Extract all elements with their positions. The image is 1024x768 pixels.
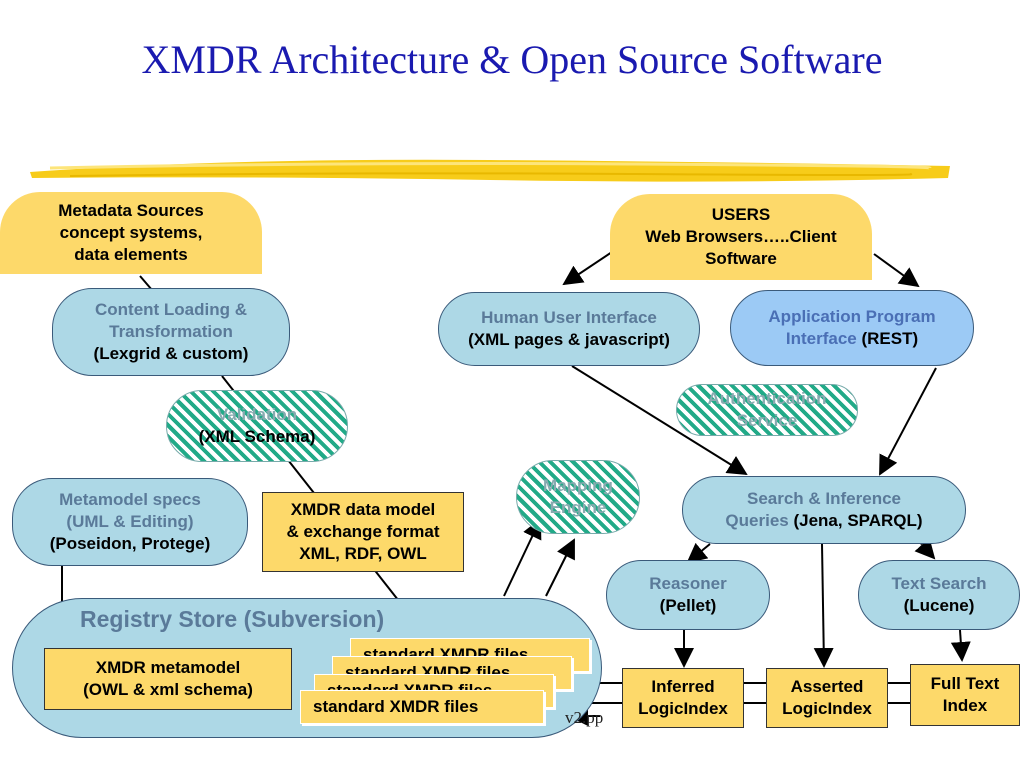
xmdr-metamodel-line1: XMDR metamodel bbox=[95, 658, 241, 677]
users-node: USERS Web Browsers…..Client Software bbox=[610, 194, 872, 280]
content-loading-line1: Content Loading & bbox=[94, 300, 248, 319]
metamodel-specs-line2: (UML & Editing) bbox=[66, 512, 194, 531]
data-model-line2: & exchange format bbox=[286, 522, 440, 541]
search-inference-node: Search & Inference Queries (Jena, SPARQL… bbox=[682, 476, 966, 544]
users-line1: USERS bbox=[711, 205, 771, 224]
human-ui-node: Human User Interface (XML pages & javasc… bbox=[438, 292, 700, 366]
search-line2b: (Jena, SPARQL) bbox=[793, 511, 923, 530]
asserted-index-node: Asserted LogicIndex bbox=[766, 668, 888, 728]
authentication-node: Authentication Service bbox=[676, 384, 858, 436]
api-line2a: Interface bbox=[785, 329, 862, 348]
search-line1: Search & Inference bbox=[746, 489, 901, 508]
metamodel-specs-line1: Metamodel specs bbox=[59, 490, 201, 509]
inferred-line2: LogicIndex bbox=[638, 699, 728, 718]
standard-file-4: standard XMDR files bbox=[300, 690, 544, 724]
mapping-line2: Engine bbox=[549, 498, 607, 517]
api-line2b: (REST) bbox=[861, 329, 919, 348]
page-title: XMDR Architecture & Open Source Software bbox=[141, 37, 883, 82]
fulltext-line1: Full Text bbox=[930, 674, 1000, 693]
metadata-sources-line1: Metadata Sources bbox=[58, 201, 204, 220]
validation-line2: (XML Schema) bbox=[198, 427, 316, 446]
validation-line1: Validation bbox=[216, 405, 298, 424]
text-search-node: Text Search (Lucene) bbox=[858, 560, 1020, 630]
users-line3: Software bbox=[705, 249, 777, 268]
api-node: Application Program Interface (REST) bbox=[730, 290, 974, 366]
data-model-line3: XML, RDF, OWL bbox=[299, 544, 427, 563]
metadata-sources: Metadata Sources concept systems, data e… bbox=[0, 192, 262, 274]
fulltext-line2: Index bbox=[942, 696, 988, 715]
mapping-engine-node: Mapping Engine bbox=[516, 460, 640, 534]
asserted-line1: Asserted bbox=[790, 677, 864, 696]
footer-filename: v2.pp bbox=[565, 708, 604, 727]
search-line2a: Queries bbox=[725, 511, 794, 530]
metamodel-specs-line3: (Poseidon, Protege) bbox=[49, 534, 211, 553]
content-loading-line3: (Lexgrid & custom) bbox=[93, 344, 249, 363]
mapping-line1: Mapping bbox=[543, 476, 613, 495]
content-loading-node: Content Loading & Transformation (Lexgri… bbox=[52, 288, 290, 376]
inferred-index-node: Inferred LogicIndex bbox=[622, 668, 744, 728]
metadata-sources-line2: concept systems, bbox=[59, 223, 203, 242]
human-ui-line1: Human User Interface bbox=[481, 308, 657, 327]
xmdr-metamodel-line2: (OWL & xml schema) bbox=[83, 680, 253, 699]
data-model-line1: XMDR data model bbox=[290, 500, 436, 519]
xmdr-metamodel-node: XMDR metamodel (OWL & xml schema) bbox=[44, 648, 292, 710]
human-ui-line2: (XML pages & javascript) bbox=[468, 330, 670, 349]
users-line2: Web Browsers…..Client bbox=[645, 227, 837, 246]
reasoner-line1: Reasoner bbox=[649, 574, 727, 593]
reasoner-line2: (Pellet) bbox=[659, 596, 717, 615]
metadata-sources-line3: data elements bbox=[74, 245, 188, 264]
authentication-line2: Service bbox=[736, 411, 798, 430]
fulltext-index-node: Full Text Index bbox=[910, 664, 1020, 726]
text-search-line1: Text Search bbox=[891, 574, 987, 593]
data-model-node: XMDR data model & exchange format XML, R… bbox=[262, 492, 464, 572]
inferred-line1: Inferred bbox=[651, 677, 715, 696]
highlighter-stroke bbox=[30, 159, 950, 182]
authentication-line1: Authentication bbox=[707, 389, 827, 408]
metamodel-specs-node: Metamodel specs (UML & Editing) (Poseido… bbox=[12, 478, 248, 566]
reasoner-node: Reasoner (Pellet) bbox=[606, 560, 770, 630]
validation-node: Validation (XML Schema) bbox=[166, 390, 348, 462]
api-line1: Application Program bbox=[768, 307, 936, 326]
registry-store-label: Registry Store (Subversion) bbox=[80, 606, 385, 632]
text-search-line2: (Lucene) bbox=[903, 596, 975, 615]
content-loading-line2: Transformation bbox=[109, 322, 233, 341]
asserted-line2: LogicIndex bbox=[782, 699, 872, 718]
